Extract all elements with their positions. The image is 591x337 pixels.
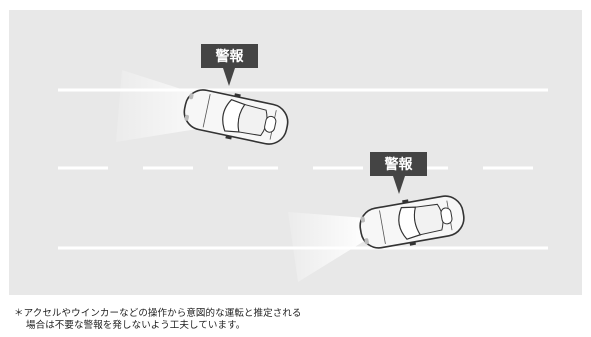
car-2-headlight-right (364, 238, 369, 245)
car-1-roof (237, 103, 268, 137)
car-2-headlight-left (360, 216, 365, 223)
warning-pointer-1 (223, 68, 235, 86)
footnote-line-1: ＊アクセルやウインカーなどの操作から意図的な運転と推定される (14, 308, 302, 319)
warning-label-1: 警報 (216, 48, 245, 65)
warning-box-2 (370, 152, 427, 176)
warning-callout-2: 警報 (370, 152, 427, 194)
warning-pointer-2 (393, 176, 405, 194)
car-2-rear-window (440, 207, 453, 225)
warning-callout-1: 警報 (201, 44, 258, 86)
car-1-mirror-left (234, 93, 241, 98)
car-1-rear-window (264, 115, 277, 133)
footnote-caption: ＊アクセルやウインカーなどの操作から意図的な運転と推定される 場合は不要な警報を… (14, 308, 574, 332)
car-1-headlight-right (184, 114, 189, 121)
car-2-mirror-left (402, 199, 409, 204)
footnote-line-2: 場合は不要な警報を発しないよう工夫しています。 (26, 320, 246, 331)
car-2-roof (413, 203, 444, 236)
car-2-mirror-right (409, 241, 416, 246)
car-2: 警報 (288, 152, 465, 282)
warning-label-2: 警報 (385, 156, 414, 173)
car-1-mirror-right (225, 135, 232, 140)
car-1-headlight-left (189, 93, 194, 100)
car-1: 警報 (116, 44, 289, 145)
warning-box-1 (201, 44, 258, 68)
camera-beam-2 (288, 212, 366, 282)
